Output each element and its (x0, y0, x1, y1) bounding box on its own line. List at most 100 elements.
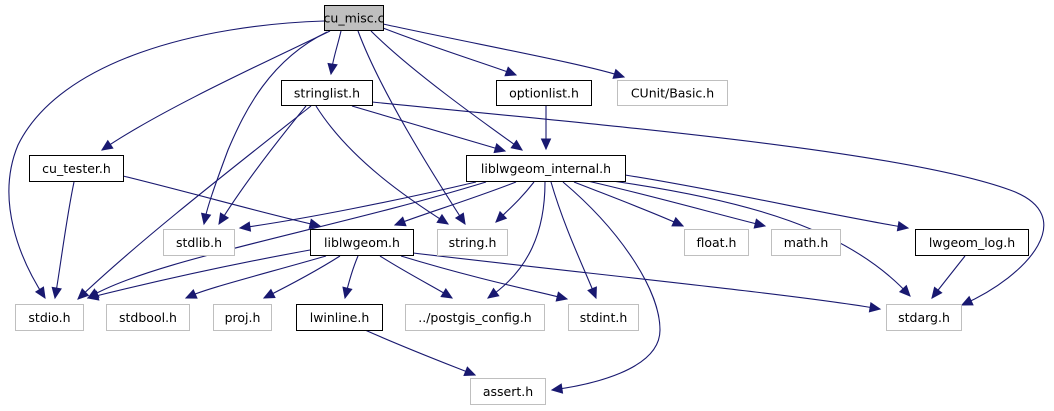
node-box (617, 80, 728, 106)
edge-internal-to-float (573, 181, 684, 227)
node-label: stringlist.h (294, 86, 360, 101)
edge-internal-to-stdint-arrowhead (587, 286, 597, 300)
node-box (466, 155, 626, 182)
node-box (213, 304, 272, 331)
edge-liblwgeom-to-stdarg (412, 252, 881, 310)
edge-cu_misc-to-cu_tester (101, 30, 331, 151)
node-string: string.h (437, 229, 508, 256)
edge-cu_misc-to-optionlist (382, 27, 517, 76)
node-box (281, 80, 373, 106)
node-box (771, 229, 841, 256)
node-box (106, 304, 190, 331)
node-lwgeom-log[interactable]: lwgeom_log.h (915, 229, 1029, 256)
edge-cu_misc-to-stdio (8, 20, 325, 299)
node-internal[interactable]: liblwgeom_internal.h (466, 155, 626, 182)
node-math: math.h (771, 229, 841, 256)
edge-stringlist-to-stdarg-arrowhead (960, 295, 974, 306)
node-label: optionlist.h (509, 86, 579, 101)
node-box (684, 229, 749, 256)
node-cu-tester[interactable]: cu_tester.h (29, 155, 124, 182)
edge-cu_tester-to-stdio-arrowhead (51, 286, 62, 300)
edge-internal-to-stdlib-arrowhead (238, 221, 252, 232)
node-box (568, 304, 639, 331)
node-box (470, 378, 546, 405)
edge-stringlist-to-stdlib (218, 105, 307, 225)
edge-liblwgeom-to-postgis_config-arrowhead (440, 288, 454, 299)
node-box (496, 80, 592, 106)
edges-layer (8, 20, 1045, 394)
edge-lwinline-to-assert-arrowhead (463, 366, 477, 377)
edge-cu_misc-to-cunit (382, 23, 625, 78)
edge-cu_misc-to-cu_tester-arrowhead (100, 139, 114, 151)
edge-liblwgeom-to-stdarg-arrowhead (868, 302, 882, 313)
node-stdlib: stdlib.h (163, 229, 235, 256)
edge-internal-to-stdlib (239, 181, 477, 229)
node-label: cu_tester.h (42, 161, 111, 176)
edge-stringlist-to-stdio (77, 105, 312, 300)
edge-internal-to-math (582, 179, 766, 227)
edge-internal-to-liblwgeom-arrowhead (393, 216, 407, 227)
node-postgis-config: ../postgis_config.h (405, 304, 545, 331)
edge-cu_tester-to-liblwgeom (122, 175, 321, 227)
node-label: float.h (697, 235, 737, 250)
node-cunit: CUnit/Basic.h (617, 80, 728, 106)
edge-cu_misc-to-stdio-arrowhead (34, 286, 46, 300)
edge-liblwgeom-to-stdio-arrowhead (86, 290, 100, 301)
edge-stringlist-to-internal-arrowhead (493, 143, 507, 154)
edge-stringlist-to-internal (351, 105, 506, 152)
edge-liblwgeom-to-stdbool-arrowhead (184, 288, 198, 299)
edge-liblwgeom-to-stdint (400, 255, 568, 300)
edge-stringlist-to-string-arrowhead (436, 213, 450, 225)
node-liblwgeom[interactable]: liblwgeom.h (310, 229, 414, 256)
node-label: assert.h (483, 384, 533, 399)
edge-stringlist-to-string (315, 105, 449, 225)
edge-cu_misc-to-string (357, 30, 466, 225)
edge-internal-to-postgis_config (487, 181, 546, 299)
edge-internal-to-assert (551, 181, 661, 391)
edge-liblwgeom-to-postgis_config (379, 255, 453, 299)
node-box (324, 5, 384, 31)
node-box (915, 229, 1029, 256)
node-box (296, 304, 383, 331)
node-box (15, 304, 84, 331)
node-cu-misc[interactable]: cu_misc.c (324, 5, 385, 31)
node-box (163, 229, 235, 256)
node-proj: proj.h (213, 304, 272, 331)
node-box (437, 229, 508, 256)
edge-cu_misc-to-internal-arrowhead (510, 139, 523, 151)
node-float: float.h (684, 229, 749, 256)
node-optionlist[interactable]: optionlist.h (496, 80, 592, 106)
node-label: math.h (784, 235, 829, 250)
node-label: cu_misc.c (324, 11, 385, 26)
edge-optionlist-to-internal-arrowhead (540, 138, 552, 151)
edge-internal-to-postgis_config-arrowhead (487, 287, 500, 299)
node-stdint: stdint.h (568, 304, 639, 331)
edge-internal-to-float-arrowhead (671, 216, 685, 227)
edge-cu_tester-to-liblwgeom-arrowhead (308, 218, 322, 229)
node-label: stdint.h (580, 310, 628, 325)
node-lwinline[interactable]: lwinline.h (296, 304, 383, 331)
edge-liblwgeom-to-stdio (87, 249, 311, 299)
edge-lwinline-to-assert (364, 329, 476, 376)
node-stdio: stdio.h (15, 304, 84, 331)
node-box (310, 229, 414, 256)
edge-liblwgeom-to-stdint-arrowhead (555, 291, 569, 302)
node-label: lwinline.h (310, 310, 370, 325)
edge-internal-to-stdarg (604, 179, 911, 297)
edge-internal-to-lwgeom_log-arrowhead (896, 221, 910, 232)
edge-internal-to-math-arrowhead (753, 218, 767, 229)
edge-stringlist-to-stdarg (371, 101, 1045, 306)
node-label: ../postgis_config.h (418, 310, 531, 325)
node-label: liblwgeom.h (324, 235, 400, 250)
edge-cu_misc-to-string-arrowhead (454, 212, 466, 226)
node-label: string.h (449, 235, 497, 250)
node-assert: assert.h (470, 378, 546, 405)
edge-cu_misc-to-optionlist-arrowhead (504, 66, 518, 77)
edge-internal-to-string-arrowhead (495, 210, 508, 223)
edge-cu_misc-to-stdlib-arrowhead (200, 212, 212, 226)
nodes-layer: cu_misc.c stringlist.h optionlist.h CUnit/B… (15, 5, 1029, 405)
edge-internal-to-stdio (87, 181, 487, 299)
node-label: stdlib.h (176, 235, 222, 250)
node-box (886, 304, 962, 331)
node-stringlist[interactable]: stringlist.h (281, 80, 373, 106)
